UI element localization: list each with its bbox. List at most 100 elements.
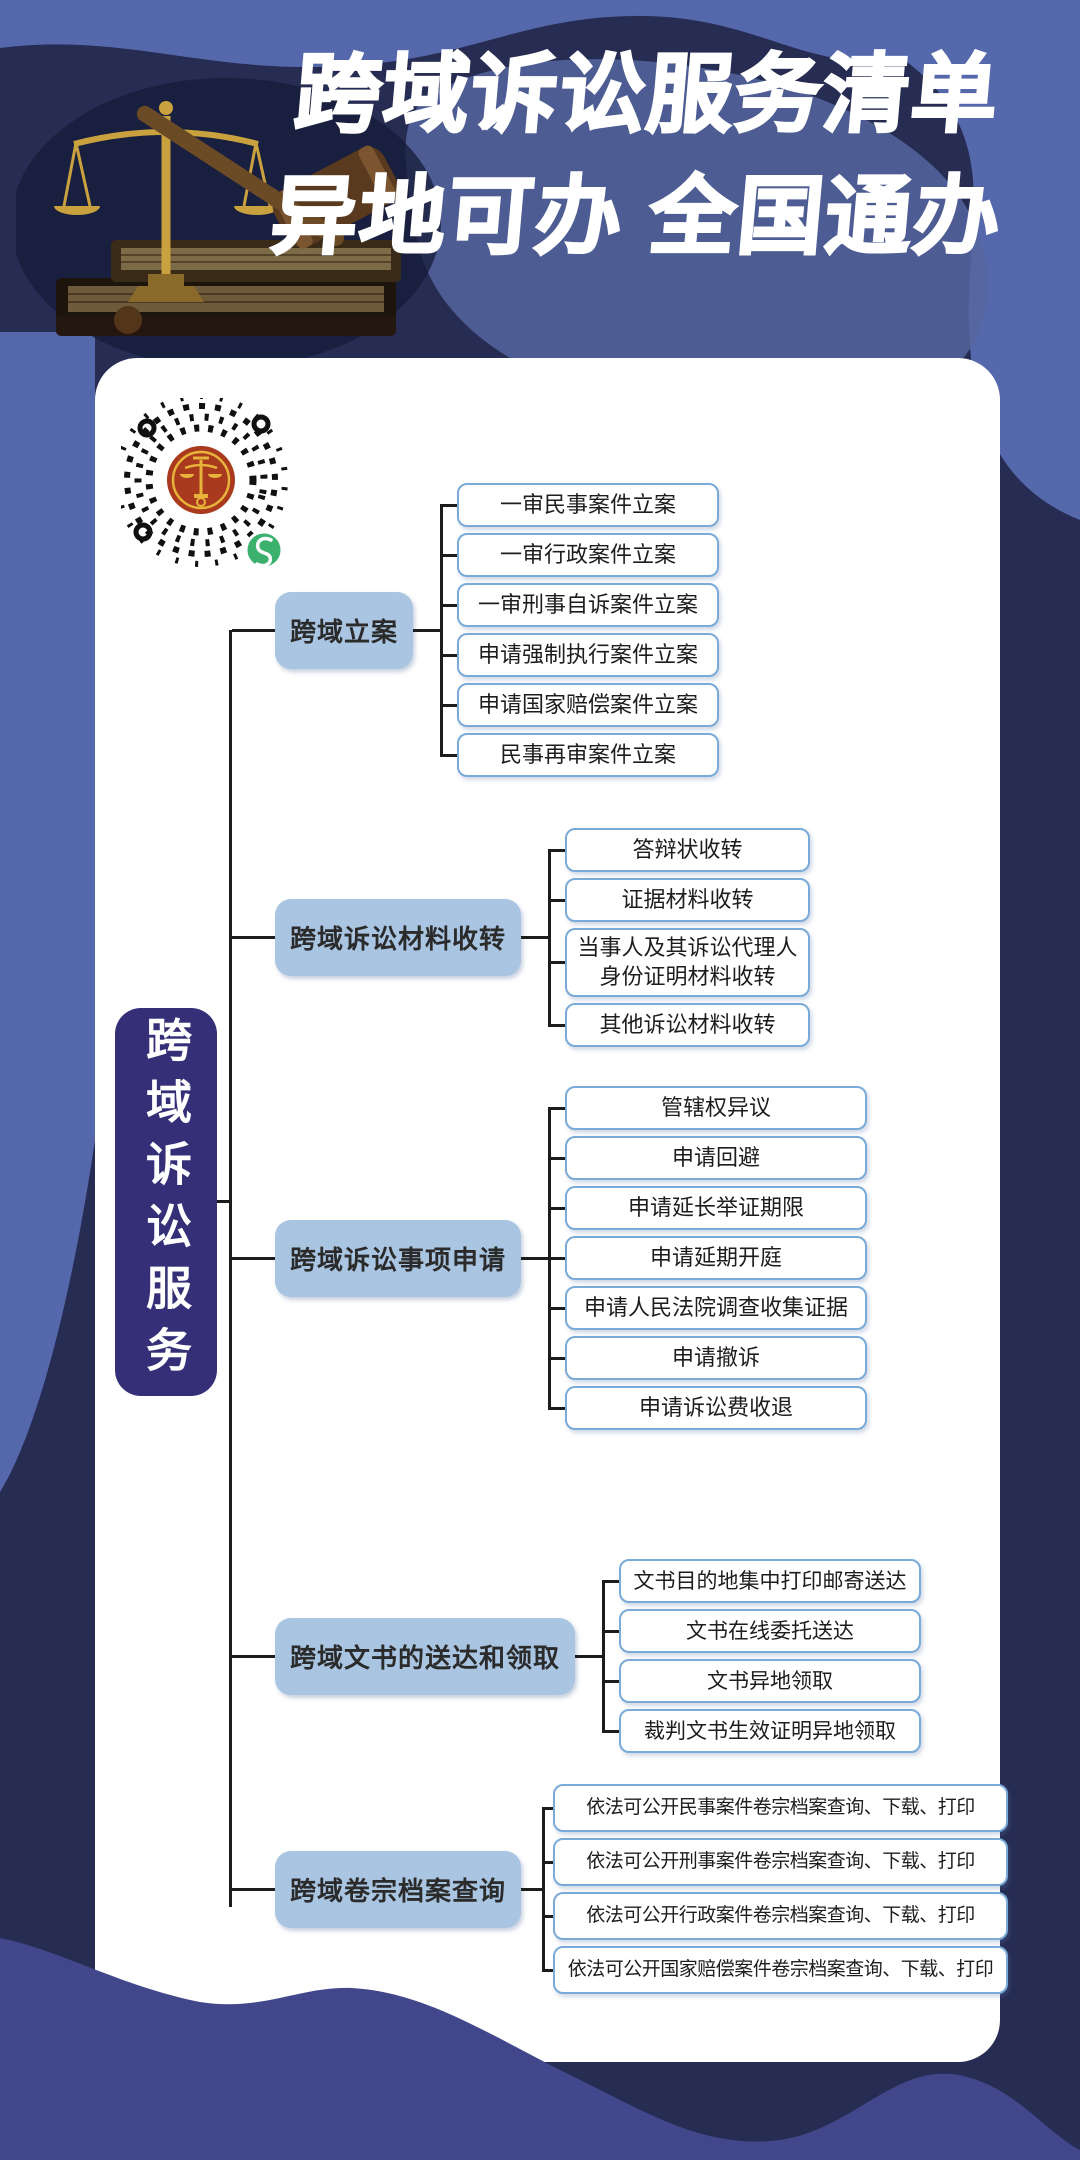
leaf-label: 依法可公开刑事案件卷宗档案查询、下载、打印 xyxy=(586,1850,975,1872)
connector-line xyxy=(232,936,275,940)
connector-line xyxy=(521,936,550,940)
child-item: 证据材料收转 xyxy=(548,875,811,925)
leaf-node: 答辩状收转 xyxy=(565,828,811,872)
branch-row: 跨域诉讼材料收转答辩状收转证据材料收转当事人及其诉讼代理人身份证明材料收转其他诉… xyxy=(232,825,1000,1050)
scales-of-justice-icon xyxy=(54,101,280,302)
child-item: 依法可公开国家赔偿案件卷宗档案查询、下载、打印 xyxy=(542,1943,1009,1997)
branch-children: 依法可公开民事案件卷宗档案查询、下载、打印依法可公开刑事案件卷宗档案查询、下载、… xyxy=(542,1781,1009,1997)
child-item: 申请人民法院调查收集证据 xyxy=(548,1283,868,1334)
branch-label: 跨域卷宗档案查询 xyxy=(290,1875,507,1906)
leaf-label: 依法可公开民事案件卷宗档案查询、下载、打印 xyxy=(586,1796,975,1818)
leaf-node: 文书目的地集中打印邮寄送达 xyxy=(619,1559,922,1604)
court-emblem-icon xyxy=(167,446,235,514)
branches: 跨域立案 一审民事案件立案一审行政案件立案一审刑事自诉案件立案申请强制执行案件立案… xyxy=(232,358,1009,1997)
child-item: 当事人及其诉讼代理人身份证明材料收转 xyxy=(548,925,811,1001)
branch-node: 跨域立案 xyxy=(275,591,414,669)
branch-node: 跨域诉讼材料收转 xyxy=(275,899,522,977)
leaf-node: 申请强制执行案件立案 xyxy=(457,633,720,677)
connector-line xyxy=(232,1654,275,1658)
branch-node: 跨域文书的送达和领取 xyxy=(275,1617,576,1695)
leaf-label: 申请强制执行案件立案 xyxy=(478,641,699,667)
header: 跨域诉讼服务清单 异地可办 全国通办 xyxy=(0,0,1080,360)
leaf-label: 证据材料收转 xyxy=(621,886,754,912)
child-item: 依法可公开民事案件卷宗档案查询、下载、打印 xyxy=(542,1781,1009,1836)
child-item: 民事再审案件立案 xyxy=(440,730,720,780)
connector-line xyxy=(232,1256,275,1260)
leaf-label: 管辖权异议 xyxy=(661,1094,772,1120)
leaf-label: 申请回避 xyxy=(672,1144,761,1170)
leaf-label: 依法可公开国家赔偿案件卷宗档案查询、下载、打印 xyxy=(567,1958,994,1980)
leaf-node: 申请撤诉 xyxy=(565,1336,868,1381)
connector-line xyxy=(232,1887,275,1891)
leaf-label: 当事人及其诉讼代理人身份证明材料收转 xyxy=(577,935,798,989)
branch-row: 跨域立案 一审民事案件立案一审行政案件立案一审刑事自诉案件立案申请强制执行案件立案… xyxy=(232,480,1000,780)
child-item: 申请国家赔偿案件立案 xyxy=(440,680,720,730)
connector-line xyxy=(521,1887,544,1891)
leaf-node: 依法可公开民事案件卷宗档案查询、下载、打印 xyxy=(553,1784,1009,1833)
branch-row: 跨域卷宗档案查询 依法可公开民事案件卷宗档案查询、下载、打印依法可公开刑事案件卷宗… xyxy=(232,1781,1009,1997)
child-item: 答辩状收转 xyxy=(548,825,811,875)
branch-label: 跨域立案 xyxy=(290,616,399,647)
leaf-node: 申请回避 xyxy=(565,1136,868,1181)
child-item: 文书异地领取 xyxy=(602,1656,922,1707)
leaf-label: 申请国家赔偿案件立案 xyxy=(478,691,699,717)
child-item: 一审刑事自诉案件立案 xyxy=(440,580,720,630)
leaf-label: 申请延长举证期限 xyxy=(628,1194,805,1220)
connector-line xyxy=(217,1200,232,1203)
connector-line xyxy=(232,628,275,632)
child-item: 文书目的地集中打印邮寄送达 xyxy=(602,1556,922,1607)
leaf-node: 申请延期开庭 xyxy=(565,1236,868,1281)
child-item: 裁判文书生效证明异地领取 xyxy=(602,1706,922,1756)
branch-row: 跨域诉讼事项申请管辖权异议申请回避申请延长举证期限申请延期开庭申请人民法院调查收… xyxy=(232,1083,1000,1433)
child-item: 申请诉讼费收退 xyxy=(548,1383,868,1433)
leaf-label: 申请延期开庭 xyxy=(650,1244,783,1270)
child-item: 申请强制执行案件立案 xyxy=(440,630,720,680)
connector-line xyxy=(413,628,442,632)
title-line-1: 跨域诉讼服务清单 xyxy=(290,46,1005,145)
child-item: 其他诉讼材料收转 xyxy=(548,1000,811,1050)
leaf-node: 申请国家赔偿案件立案 xyxy=(457,683,720,727)
title-line-2: 异地可办 全国通办 xyxy=(266,168,1007,267)
branch-label: 跨域文书的送达和领取 xyxy=(290,1642,561,1673)
miniprogram-s-logo-icon xyxy=(244,530,284,570)
leaf-label: 答辩状收转 xyxy=(632,836,743,862)
leaf-node: 管辖权异议 xyxy=(565,1086,868,1131)
leaf-label: 其他诉讼材料收转 xyxy=(599,1011,776,1037)
leaf-node: 裁判文书生效证明异地领取 xyxy=(619,1709,922,1754)
branch-node: 跨域卷宗档案查询 xyxy=(275,1850,522,1928)
leaf-label: 一审民事案件立案 xyxy=(500,491,677,517)
qr-code xyxy=(121,398,288,570)
leaf-node: 证据材料收转 xyxy=(565,878,811,922)
content-card: 跨域诉讼服务 跨域立案 一审民事案件立案一审行政案件立案一审刑事自诉案件立案申请强… xyxy=(95,358,1009,2062)
justice-photo-illustration xyxy=(16,78,441,358)
leaf-label: 一审刑事自诉案件立案 xyxy=(478,591,699,617)
leaf-node: 当事人及其诉讼代理人身份证明材料收转 xyxy=(565,928,811,998)
leaf-label: 申请人民法院调查收集证据 xyxy=(584,1294,849,1320)
root-node: 跨域诉讼服务 xyxy=(115,1008,217,1396)
branch-children: 文书目的地集中打印邮寄送达文书在线委托送达文书异地领取裁判文书生效证明异地领取 xyxy=(602,1556,922,1756)
branch-children: 一审民事案件立案一审行政案件立案一审刑事自诉案件立案申请强制执行案件立案申请国家… xyxy=(440,480,720,780)
child-item: 申请延长举证期限 xyxy=(548,1183,868,1234)
branch-children: 答辩状收转证据材料收转当事人及其诉讼代理人身份证明材料收转其他诉讼材料收转 xyxy=(548,825,811,1050)
child-item: 一审行政案件立案 xyxy=(440,530,720,580)
child-item: 申请延期开庭 xyxy=(548,1233,868,1284)
leaf-node: 一审行政案件立案 xyxy=(457,533,720,577)
poster-title: 跨域诉讼服务清单 异地可办 全国通办 xyxy=(253,46,1031,267)
child-item: 申请撤诉 xyxy=(548,1333,868,1384)
mindmap: 跨域诉讼服务 跨域立案 一审民事案件立案一审行政案件立案一审刑事自诉案件立案申请强… xyxy=(95,358,1009,2062)
branch-children: 管辖权异议申请回避申请延长举证期限申请延期开庭申请人民法院调查收集证据申请撤诉申… xyxy=(548,1083,868,1433)
leaf-label: 依法可公开行政案件卷宗档案查询、下载、打印 xyxy=(586,1904,975,1926)
leaf-label: 文书异地领取 xyxy=(707,1669,834,1693)
leaf-node: 依法可公开刑事案件卷宗档案查询、下载、打印 xyxy=(553,1838,1009,1887)
trunk-line xyxy=(229,630,232,1907)
leaf-node: 一审刑事自诉案件立案 xyxy=(457,583,720,627)
branch-row: 跨域文书的送达和领取 文书目的地集中打印邮寄送达文书在线委托送达文书异地领取裁判文… xyxy=(232,1556,1000,1756)
leaf-node: 依法可公开行政案件卷宗档案查询、下载、打印 xyxy=(553,1892,1009,1941)
leaf-label: 申请诉讼费收退 xyxy=(639,1394,794,1420)
leaf-label: 民事再审案件立案 xyxy=(500,741,677,767)
child-item: 文书在线委托送达 xyxy=(602,1606,922,1657)
leaf-node: 文书异地领取 xyxy=(619,1659,922,1704)
leaf-node: 申请人民法院调查收集证据 xyxy=(565,1286,868,1331)
leaf-label: 一审行政案件立案 xyxy=(500,541,677,567)
